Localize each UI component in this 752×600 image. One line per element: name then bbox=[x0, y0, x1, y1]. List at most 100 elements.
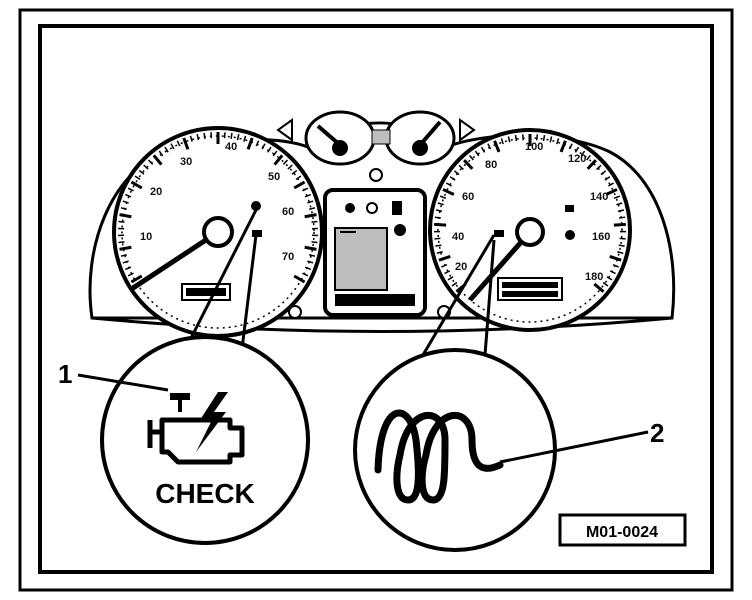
dial-tick bbox=[469, 154, 474, 161]
dial-tick bbox=[243, 135, 247, 142]
housing-screw-left bbox=[288, 305, 302, 319]
speedometer-scale-label: 140 bbox=[590, 191, 608, 203]
dial-tick bbox=[616, 202, 623, 206]
dial-tick bbox=[438, 254, 451, 262]
dial-tick bbox=[435, 244, 442, 247]
dial-tick bbox=[304, 193, 311, 198]
dial-tick bbox=[311, 241, 318, 244]
dial-tick bbox=[125, 193, 132, 198]
dial-tick bbox=[586, 154, 591, 161]
dial-tick bbox=[295, 175, 302, 181]
dial-tick bbox=[304, 213, 317, 219]
callout-circle-glow-plug bbox=[353, 348, 557, 552]
dial-tick bbox=[122, 260, 129, 264]
dial-tick bbox=[568, 143, 573, 150]
dial-tick bbox=[434, 222, 447, 227]
dial-tick bbox=[127, 187, 134, 192]
glow-plug-indicator-icon bbox=[494, 230, 504, 237]
engine-lamp-text: CHECK bbox=[155, 478, 255, 509]
dial-tick bbox=[246, 137, 254, 150]
dial-tick bbox=[609, 270, 616, 275]
speedometer-scale-label: 160 bbox=[592, 231, 610, 243]
dial-tick bbox=[122, 200, 129, 204]
dial-tick bbox=[480, 146, 486, 153]
dial-tick bbox=[596, 164, 602, 170]
dial-tick bbox=[507, 136, 511, 143]
dial-tick bbox=[307, 200, 314, 204]
dial-tick bbox=[439, 195, 447, 199]
dial-tick bbox=[125, 266, 132, 271]
dial-tick bbox=[293, 180, 306, 190]
dial-tick bbox=[514, 134, 518, 142]
speedometer-scale-label: 120 bbox=[568, 153, 586, 165]
leader-line-2b bbox=[483, 239, 496, 356]
dial-tick bbox=[309, 207, 316, 210]
dial-tick bbox=[617, 209, 625, 213]
dial-tick bbox=[617, 251, 624, 254]
dial-tick bbox=[613, 195, 621, 199]
speedometer-needle bbox=[468, 230, 532, 302]
dial-tick bbox=[309, 254, 316, 257]
dial-tick bbox=[130, 180, 143, 190]
dial-tick bbox=[500, 138, 504, 145]
tachometer-scale-label: 40 bbox=[225, 141, 237, 153]
dial-tick bbox=[600, 170, 607, 176]
dial-tick bbox=[447, 276, 454, 281]
dial-tick bbox=[127, 272, 134, 277]
dial-tick bbox=[261, 143, 266, 150]
dial-tick bbox=[311, 220, 318, 223]
dial-tick bbox=[267, 146, 272, 153]
speedometer-scale-label: 80 bbox=[485, 159, 497, 171]
callout-leader-1 bbox=[77, 373, 169, 392]
speedometer-hub bbox=[515, 217, 545, 247]
dial-tick bbox=[291, 169, 298, 175]
dial-tick bbox=[176, 140, 181, 147]
dial-tick bbox=[619, 216, 626, 219]
dial-tick bbox=[120, 254, 127, 257]
dial-tick bbox=[441, 263, 448, 268]
dial-tick bbox=[474, 150, 480, 157]
speedometer: 20 40 60 80 100 120 140 160 180 bbox=[428, 128, 632, 332]
dial-tick bbox=[606, 276, 613, 281]
dial-tick bbox=[580, 150, 586, 157]
dial-tick bbox=[487, 143, 492, 150]
leader-line-2a bbox=[418, 234, 496, 361]
center-display bbox=[323, 188, 427, 317]
dial-tick bbox=[618, 244, 625, 247]
dial-tick bbox=[453, 170, 460, 176]
dial-tick bbox=[282, 159, 289, 165]
tachometer-scale-label: 10 bbox=[140, 231, 152, 243]
dial-tick bbox=[143, 164, 149, 170]
dial-tick bbox=[304, 266, 311, 271]
dial-tick bbox=[138, 169, 145, 175]
tachometer-hub bbox=[202, 216, 234, 248]
dial-tick bbox=[549, 136, 553, 143]
dial-tick bbox=[304, 245, 317, 251]
inner-frame bbox=[38, 24, 714, 574]
dial-tick bbox=[542, 134, 546, 142]
speedometer-scale-label: 180 bbox=[585, 271, 603, 283]
dial-tick bbox=[119, 213, 132, 219]
dial-tick bbox=[451, 281, 458, 287]
dial-tick bbox=[302, 187, 309, 192]
callout-leader-2 bbox=[499, 430, 649, 464]
dial-tick bbox=[493, 140, 501, 153]
tachometer-scale-label: 20 bbox=[150, 186, 162, 198]
turn-signal-left-icon bbox=[276, 118, 293, 142]
dial-tick bbox=[602, 281, 609, 287]
dial-tick bbox=[287, 164, 293, 170]
dial-tick bbox=[435, 209, 443, 213]
dial-tick bbox=[593, 282, 605, 293]
dial-tick bbox=[170, 143, 175, 150]
tachometer: 10 20 30 40 50 60 70 bbox=[112, 126, 324, 338]
tachometer-scale-label: 30 bbox=[180, 156, 192, 168]
glow-lamp-indicator-icon bbox=[252, 230, 262, 237]
dial-tick bbox=[230, 132, 233, 140]
dial-tick bbox=[442, 188, 455, 196]
figure-code: M01-0024 bbox=[586, 524, 658, 541]
dial-tick bbox=[196, 134, 200, 141]
speedometer-warning2-icon bbox=[565, 230, 575, 240]
dial-tick bbox=[619, 237, 626, 240]
dial-tick bbox=[120, 207, 127, 210]
